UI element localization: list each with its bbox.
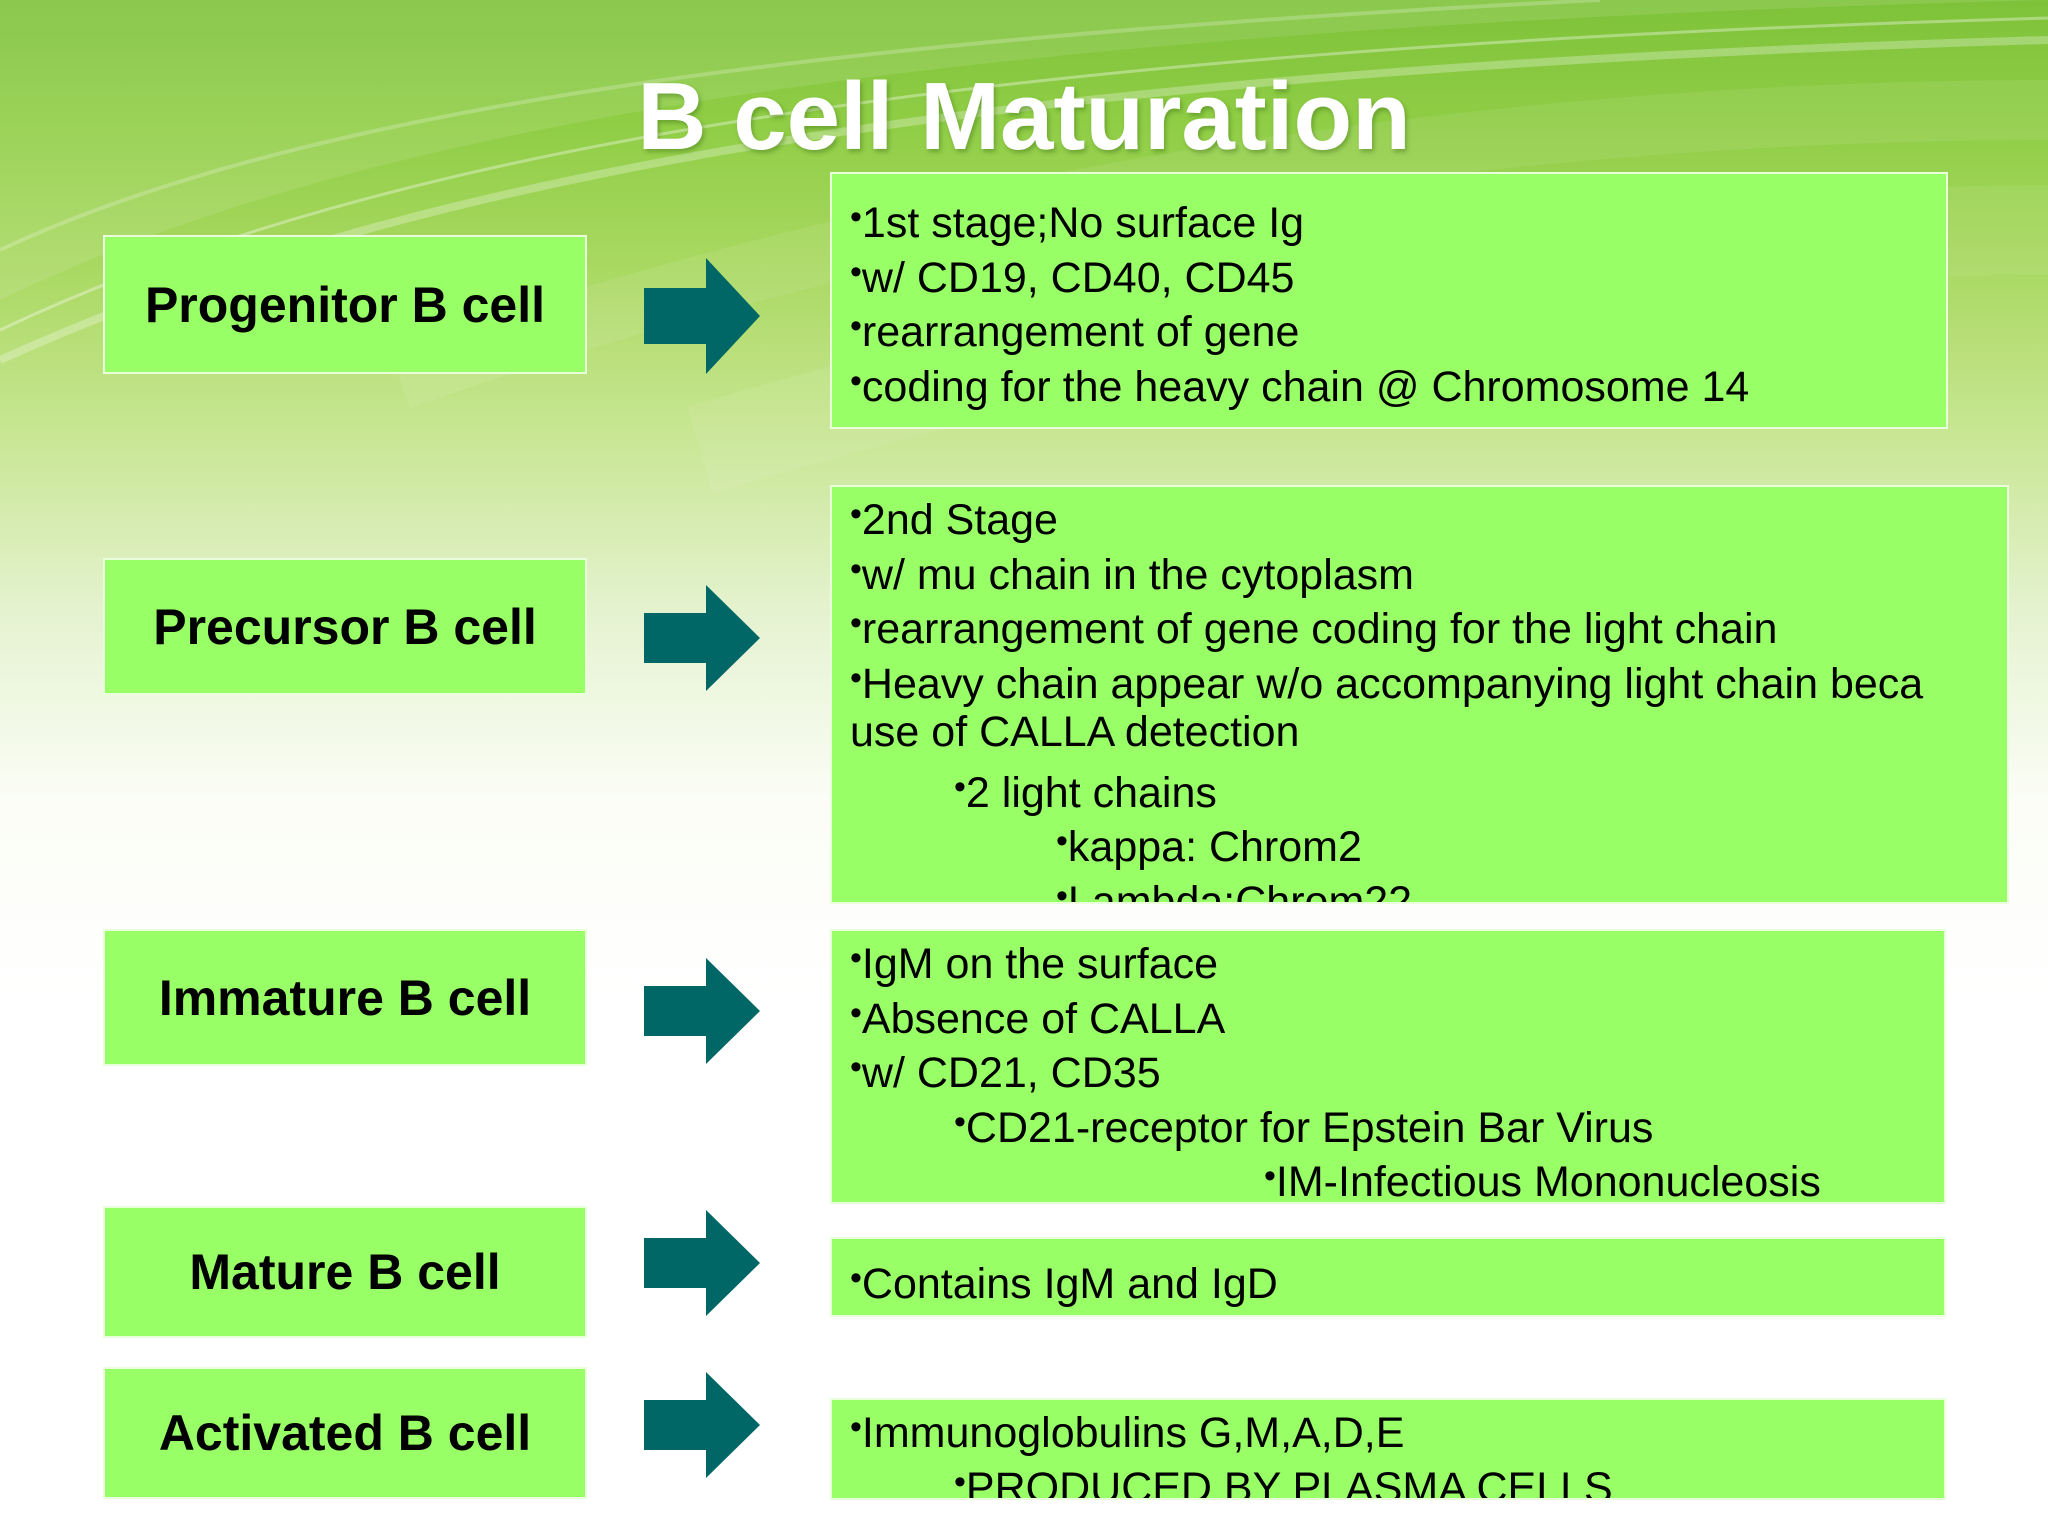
detail-text: w/ CD19, CD40, CD45 bbox=[861, 253, 1295, 302]
stage-details-progenitor: •1st stage;No surface Ig •w/ CD19, CD40,… bbox=[830, 172, 1948, 429]
right-arrow-icon bbox=[644, 1210, 760, 1316]
detail-text: 1st stage;No surface Ig bbox=[861, 199, 1305, 247]
detail-line: •rearrangement of gene coding for the li… bbox=[850, 596, 1989, 653]
stage-box-immature: Immature B cell bbox=[103, 929, 587, 1066]
detail-line: use of CALLA detection bbox=[850, 705, 1989, 760]
right-arrow-icon bbox=[644, 585, 760, 691]
bullet-icon: • bbox=[850, 658, 862, 697]
stage-details-activated: •Immunoglobulins G,M,A,D,E •PRODUCED BY … bbox=[830, 1398, 1946, 1500]
detail-line: •Absence of CALLA bbox=[850, 986, 1926, 1043]
detail-text: Absence of CALLA bbox=[861, 994, 1226, 1043]
bullet-icon: • bbox=[954, 767, 966, 806]
stage-box-precursor: Precursor B cell bbox=[103, 558, 587, 695]
right-arrow-icon bbox=[644, 258, 760, 374]
detail-line: •w/ CD21, CD35 bbox=[850, 1040, 1926, 1097]
detail-text: use of CALLA detection bbox=[850, 708, 1300, 756]
detail-text: IM-Infectious Mononucleosis bbox=[1275, 1158, 1821, 1204]
stage-details-precursor: •2nd Stage •w/ mu chain in the cytoplasm… bbox=[830, 485, 2009, 904]
bullet-icon: • bbox=[850, 549, 862, 588]
detail-line: •w/ mu chain in the cytoplasm bbox=[850, 542, 1989, 599]
stage-box-mature: Mature B cell bbox=[103, 1206, 587, 1338]
stage-box-activated: Activated B cell bbox=[103, 1367, 587, 1499]
detail-text: IgM on the surface bbox=[861, 940, 1219, 988]
stage-details-mature: •Contains IgM and IgD bbox=[830, 1237, 1946, 1317]
detail-line: •w/ CD19, CD40, CD45 bbox=[850, 245, 1928, 302]
bullet-icon: • bbox=[1056, 876, 1068, 904]
detail-line: •Lambda:Chrom22 bbox=[850, 869, 1989, 904]
detail-line: •IM-Infectious Mononucleosis bbox=[850, 1149, 1926, 1204]
right-arrow-icon bbox=[644, 1372, 760, 1478]
detail-line: •rearrangement of gene bbox=[850, 299, 1928, 356]
bullet-icon: • bbox=[850, 993, 862, 1032]
arrow-shape bbox=[644, 958, 760, 1064]
detail-text: rearrangement of gene coding for the lig… bbox=[861, 605, 1778, 653]
detail-line: •PRODUCED BY PLASMA CELLS bbox=[850, 1455, 1926, 1500]
detail-text: rearrangement of gene bbox=[861, 308, 1300, 356]
detail-line: •Immunoglobulins G,M,A,D,E bbox=[850, 1400, 1926, 1457]
detail-text: Contains IgM and IgD bbox=[861, 1260, 1278, 1308]
arrow-shape bbox=[644, 1372, 760, 1478]
detail-line: •1st stage;No surface Ig bbox=[850, 190, 1928, 247]
detail-text: Lambda:Chrom22 bbox=[1067, 877, 1413, 904]
slide-title: B cell Maturation bbox=[637, 63, 1411, 170]
bullet-icon: • bbox=[850, 252, 862, 291]
bullet-icon: • bbox=[1056, 822, 1068, 860]
detail-line: •2nd Stage bbox=[850, 487, 1989, 544]
stage-details-immature: •IgM on the surface •Absence of CALLA •w… bbox=[830, 929, 1946, 1204]
bullet-icon: • bbox=[850, 198, 862, 236]
detail-line: •2 light chains bbox=[850, 760, 1989, 817]
detail-text: kappa: Chrom2 bbox=[1067, 823, 1362, 871]
detail-text: PRODUCED BY PLASMA CELLS bbox=[965, 1463, 1613, 1500]
bullet-icon: • bbox=[850, 1408, 862, 1446]
detail-text: coding for the heavy chain @ Chromosome … bbox=[861, 362, 1750, 411]
detail-text: 2nd Stage bbox=[861, 496, 1058, 544]
detail-text: w/ mu chain in the cytoplasm bbox=[861, 550, 1414, 599]
detail-line: •IgM on the surface bbox=[850, 931, 1926, 988]
bullet-icon: • bbox=[850, 307, 862, 345]
detail-line: •Heavy chain appear w/o accompanying lig… bbox=[850, 651, 1989, 708]
arrow-shape bbox=[644, 1210, 760, 1316]
detail-line: •CD21-receptor for Epstein Bar Virus bbox=[850, 1095, 1926, 1152]
bullet-icon: • bbox=[850, 939, 862, 977]
stage-box-progenitor: Progenitor B cell bbox=[103, 235, 587, 374]
detail-text: w/ CD21, CD35 bbox=[861, 1049, 1161, 1097]
detail-line: •coding for the heavy chain @ Chromosome… bbox=[850, 354, 1928, 411]
detail-text: CD21-receptor for Epstein Bar Virus bbox=[965, 1103, 1654, 1152]
arrow-shape bbox=[644, 258, 760, 374]
detail-text: Immunoglobulins G,M,A,D,E bbox=[861, 1409, 1405, 1457]
detail-line: •Contains IgM and IgD bbox=[850, 1251, 1926, 1308]
bullet-icon: • bbox=[1264, 1157, 1276, 1195]
bullet-icon: • bbox=[850, 495, 862, 533]
right-arrow-icon bbox=[644, 958, 760, 1064]
bullet-icon: • bbox=[850, 361, 862, 400]
detail-text: Heavy chain appear w/o accompanying ligh… bbox=[861, 659, 1924, 708]
bullet-icon: • bbox=[850, 604, 862, 642]
arrow-shape bbox=[644, 585, 760, 691]
detail-line: •kappa: Chrom2 bbox=[850, 814, 1989, 871]
bullet-icon: • bbox=[850, 1259, 862, 1297]
bullet-icon: • bbox=[954, 1102, 966, 1141]
detail-text: 2 light chains bbox=[965, 768, 1217, 817]
bullet-icon: • bbox=[954, 1462, 966, 1500]
bullet-icon: • bbox=[850, 1048, 862, 1086]
